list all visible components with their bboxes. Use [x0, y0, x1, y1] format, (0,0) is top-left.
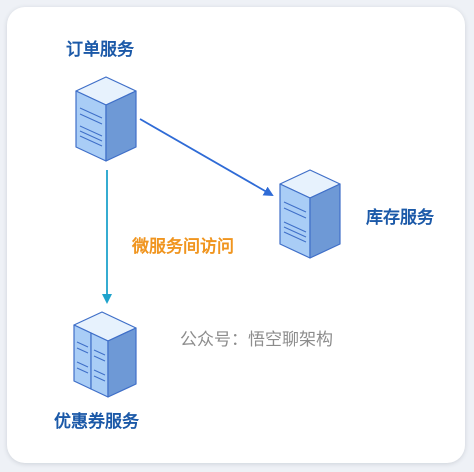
coupon-server-cluster-icon [73, 311, 137, 398]
microservice-call-label: 微服务间访问 [132, 237, 234, 257]
inventory-service-label: 库存服务 [366, 208, 434, 228]
coupon-service-label: 优惠券服务 [54, 412, 139, 432]
order-service-label: 订单服务 [66, 40, 134, 60]
arrow-order-to-inventory [139, 118, 274, 196]
diagram-card [7, 7, 465, 463]
inventory-server-icon [279, 169, 341, 259]
order-server-icon [75, 76, 137, 162]
watermark-text: 公众号：悟空聊架构 [180, 330, 333, 350]
